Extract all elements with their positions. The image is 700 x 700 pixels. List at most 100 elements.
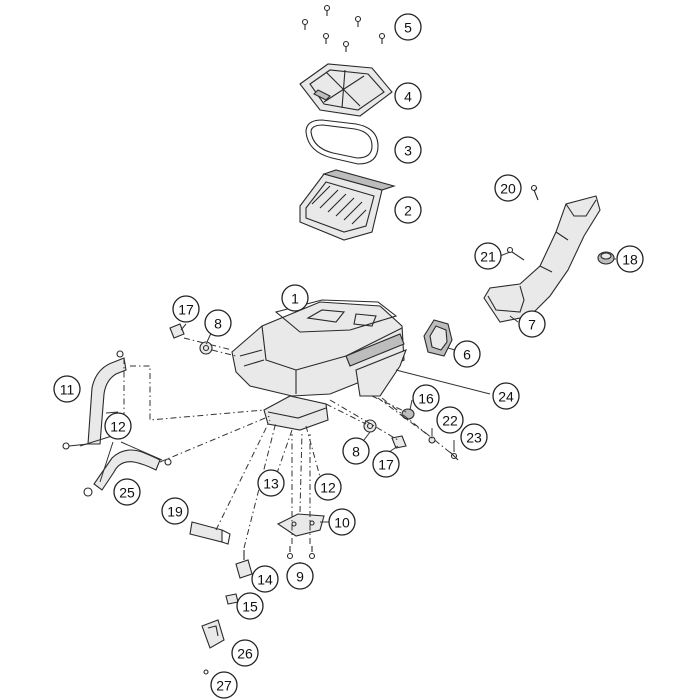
callout-circle <box>460 423 488 451</box>
callout-label: 18 <box>622 252 638 268</box>
callout-label: 11 <box>60 382 75 398</box>
callout-circle <box>161 497 189 525</box>
callout-12: 12 <box>104 412 132 440</box>
callout-label: 20 <box>500 181 516 197</box>
callout-circle <box>104 412 132 440</box>
callout-label: 27 <box>216 678 232 694</box>
part-grommet <box>597 251 615 265</box>
callout-circle <box>394 13 422 41</box>
part-screws <box>301 4 386 52</box>
callout-19: 19 <box>161 497 189 525</box>
callout-circle <box>616 245 644 273</box>
callout-label: 24 <box>498 389 514 405</box>
callout-4: 4 <box>394 82 422 110</box>
callout-label: 22 <box>442 413 458 429</box>
part-air-filter <box>299 169 396 241</box>
callout-circle <box>342 437 370 465</box>
callouts: 5 4 3 2 20 21 18 7 1 17 8 6 24 11 12 16 22 23 8 17 25 13 12 19 1… <box>53 13 644 699</box>
callout-11: 11 <box>53 375 81 403</box>
callout-label: 14 <box>257 572 273 588</box>
callout-circle <box>257 469 285 497</box>
callout-circle <box>286 562 314 590</box>
callout-3: 3 <box>394 136 422 164</box>
part-sensor <box>235 550 253 579</box>
part-drain-hose <box>189 521 231 545</box>
callout-8: 8 <box>204 309 232 337</box>
callout-label: 2 <box>404 203 412 219</box>
part-bolt-washer-upper <box>169 323 213 355</box>
callout-14: 14 <box>251 565 279 593</box>
callout-label: 9 <box>296 569 304 585</box>
part-small-screw <box>203 669 209 675</box>
callout-10: 10 <box>328 508 356 536</box>
callout-label: 10 <box>334 515 350 531</box>
callout-12: 12 <box>314 473 342 501</box>
callout-circle <box>494 174 522 202</box>
callout-18: 18 <box>616 245 644 273</box>
callout-label: 21 <box>480 249 496 265</box>
callout-label: 25 <box>119 485 135 501</box>
callout-label: 23 <box>466 430 482 446</box>
callout-circle <box>281 284 309 312</box>
callout-circle <box>453 340 481 368</box>
callout-27: 27 <box>210 671 238 699</box>
callout-9: 9 <box>286 562 314 590</box>
callout-7: 7 <box>518 310 546 338</box>
part-hose-lower <box>83 449 172 497</box>
part-clip <box>225 593 239 605</box>
callout-15: 15 <box>236 592 264 620</box>
assembly-lines <box>123 337 453 549</box>
callout-6: 6 <box>453 340 481 368</box>
callout-label: 4 <box>404 89 412 105</box>
callout-label: 3 <box>404 143 412 159</box>
callout-label: 17 <box>378 457 394 473</box>
callout-label: 1 <box>291 291 299 307</box>
callout-circle <box>113 478 141 506</box>
callout-20: 20 <box>494 174 522 202</box>
callout-17: 17 <box>172 295 200 323</box>
callout-5: 5 <box>394 13 422 41</box>
callout-circle <box>53 375 81 403</box>
part-air-box <box>231 299 407 431</box>
callout-circle <box>210 671 238 699</box>
callout-circle <box>394 196 422 224</box>
callout-circle <box>394 82 422 110</box>
callout-label: 16 <box>418 391 434 407</box>
callout-label: 15 <box>242 599 258 615</box>
callout-17: 17 <box>372 450 400 478</box>
callout-24: 24 <box>492 382 520 410</box>
callout-label: 8 <box>214 316 222 332</box>
part-holder <box>201 619 225 649</box>
part-gasket <box>305 119 379 165</box>
callout-circle <box>328 508 356 536</box>
part-intake-duct <box>483 195 601 323</box>
part-rubber-seal <box>423 319 453 357</box>
callout-circle <box>172 295 200 323</box>
callout-circle <box>474 242 502 270</box>
callout-16: 16 <box>412 384 440 412</box>
callout-circle <box>251 565 279 593</box>
callout-8: 8 <box>342 437 370 465</box>
callout-circle <box>314 473 342 501</box>
callout-label: 26 <box>237 646 253 662</box>
callout-circle <box>204 309 232 337</box>
callout-label: 6 <box>463 347 471 363</box>
callout-circle <box>436 406 464 434</box>
callout-label: 19 <box>167 504 183 520</box>
callout-circle <box>518 310 546 338</box>
callout-label: 12 <box>110 419 126 435</box>
part-bracket-screws <box>286 546 316 560</box>
callout-1: 1 <box>281 284 309 312</box>
callout-circle <box>236 592 264 620</box>
callout-13: 13 <box>257 469 285 497</box>
callout-25: 25 <box>113 478 141 506</box>
callout-23: 23 <box>460 423 488 451</box>
callout-label: 8 <box>352 444 360 460</box>
callout-22: 22 <box>436 406 464 434</box>
part-filter-cage <box>299 63 393 117</box>
callout-label: 13 <box>263 476 279 492</box>
callout-label: 17 <box>178 302 194 318</box>
callout-circle <box>492 382 520 410</box>
callout-label: 7 <box>528 317 536 333</box>
